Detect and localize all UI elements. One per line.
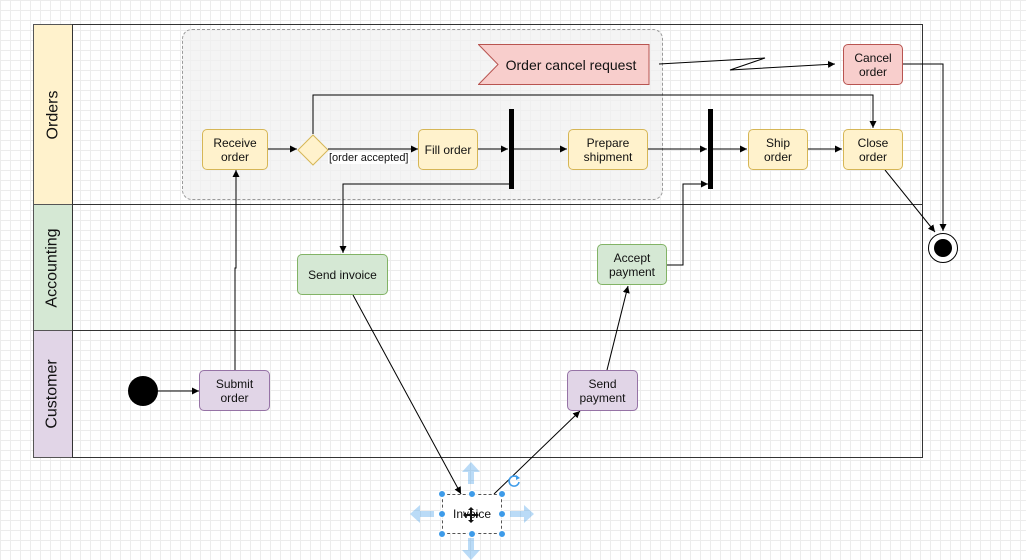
send-invoice-node[interactable]: Send invoice: [297, 254, 388, 295]
end-node-core: [934, 239, 952, 257]
signal-label: Order cancel request: [505, 56, 637, 73]
accept-payment-node[interactable]: Accept payment: [597, 244, 667, 285]
close-order-node[interactable]: Close order: [843, 129, 903, 170]
edge-signal-to-cancel: [658, 57, 836, 71]
lane-header-orders[interactable]: Orders: [33, 24, 73, 205]
fork-bar[interactable]: [509, 109, 514, 189]
arrow-down-icon[interactable]: [462, 538, 480, 560]
edge-send-payment-to-accept: [606, 285, 630, 371]
edge-decision-to-close: [312, 94, 877, 134]
signal-shape[interactable]: [478, 44, 650, 85]
join-bar[interactable]: [708, 109, 713, 189]
arrow-left-icon[interactable]: [410, 505, 434, 523]
edge-send-invoice-to-invoice: [352, 294, 462, 495]
submit-order-node[interactable]: Submit order: [199, 370, 270, 411]
decision-node[interactable]: [297, 134, 329, 166]
prepare-shipment-node[interactable]: Prepare shipment: [568, 129, 648, 170]
arrow-up-icon[interactable]: [462, 462, 480, 484]
edge-label-order-accepted: [order accepted]: [328, 152, 410, 164]
fill-order-node[interactable]: Fill order: [418, 129, 478, 170]
resize-handle-n[interactable]: [468, 490, 476, 498]
resize-handle-e[interactable]: [498, 510, 506, 518]
receive-order-node[interactable]: Receive order: [202, 129, 268, 170]
edge-close-to-end: [884, 169, 936, 233]
start-node[interactable]: [128, 376, 158, 406]
arrow-right-icon[interactable]: [510, 505, 534, 523]
resize-handle-w[interactable]: [438, 510, 446, 518]
resize-handle-sw[interactable]: [438, 530, 446, 538]
edge-accept-to-join: [667, 180, 708, 266]
ship-order-node[interactable]: Ship order: [748, 129, 808, 170]
edge-cancel-to-end: [903, 63, 947, 231]
lane-customer[interactable]: [72, 330, 923, 458]
resize-handle-se[interactable]: [498, 530, 506, 538]
resize-handle-ne[interactable]: [498, 490, 506, 498]
resize-handle-s[interactable]: [468, 530, 476, 538]
send-payment-node[interactable]: Send payment: [567, 370, 638, 411]
end-node[interactable]: [928, 233, 958, 263]
move-cross-icon[interactable]: [463, 507, 479, 523]
cancel-order-node[interactable]: Cancel order: [843, 44, 903, 85]
edge-submit-to-receive: [232, 170, 240, 370]
edge-fork-to-send-invoice: [339, 183, 511, 253]
rotate-icon[interactable]: [507, 474, 521, 488]
lane-header-accounting[interactable]: Accounting: [33, 204, 73, 331]
resize-handle-nw[interactable]: [438, 490, 446, 498]
